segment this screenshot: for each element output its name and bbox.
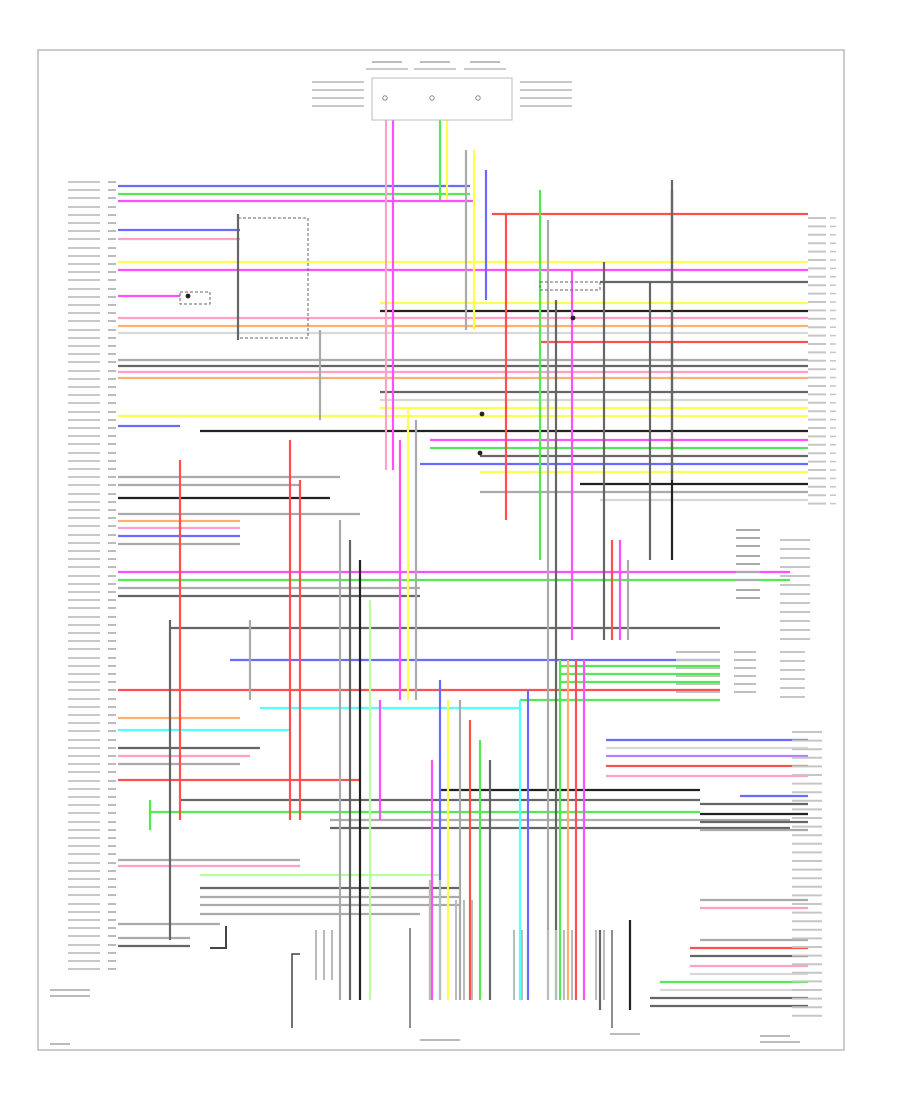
relay-box (179, 291, 211, 305)
ground-wire (210, 926, 227, 949)
fuse (429, 95, 435, 101)
labels (50, 61, 836, 1045)
fuse-box (371, 77, 513, 121)
ground-wire (291, 953, 300, 1028)
splice-point (479, 411, 485, 417)
fuse (382, 95, 388, 101)
diagram-border (37, 49, 845, 1051)
wires (118, 120, 808, 1010)
splice-point (570, 315, 576, 321)
components (179, 77, 613, 1028)
relay-box (237, 217, 309, 339)
fuse (475, 95, 481, 101)
relay-box (539, 281, 601, 291)
splice-point (185, 293, 191, 299)
splice-point (477, 450, 483, 456)
